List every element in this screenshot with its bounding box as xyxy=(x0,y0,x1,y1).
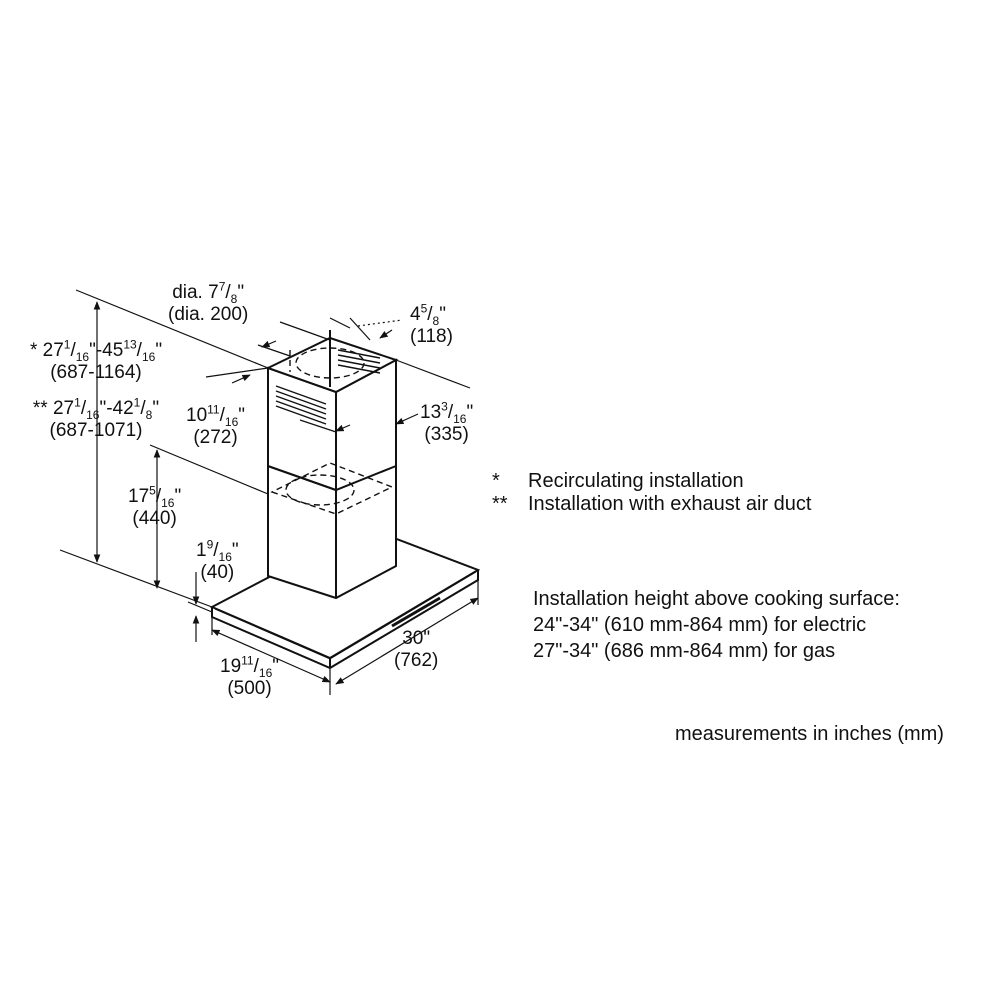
legend-item-exhaust: **Installation with exhaust air duct xyxy=(492,493,812,515)
label-overall-height-exhaust: ** 271/16"-421/8" (687-1071) xyxy=(32,395,160,441)
vent-slots xyxy=(275,349,381,425)
label-lower-chimney-height: 175/16" (440) xyxy=(128,483,182,529)
legend-item-recirculating: *Recirculating installation xyxy=(492,470,744,492)
label-overall-height-recirc: * 271/16"-4513/16" (687-1164) xyxy=(29,337,163,383)
units-note: measurements in inches (mm) xyxy=(675,723,944,745)
legend: *Recirculating installation **Installati… xyxy=(492,470,812,516)
label-chimney-depth: 133/16" (335) xyxy=(420,399,474,445)
label-hood-depth: 1911/16" (500) xyxy=(220,653,279,699)
label-canopy-thickness: 19/16" (40) xyxy=(196,537,239,583)
upper-chimney xyxy=(265,330,399,492)
label-duct-diameter: dia. 77/8" (dia. 200) xyxy=(168,279,249,325)
installation-note-electric: 24"-34" (610 mm-864 mm) for electric xyxy=(533,614,867,636)
installation-note-title: Installation height above cooking surfac… xyxy=(533,588,900,610)
dimension-lines xyxy=(59,289,479,695)
label-hood-width: 30" (762) xyxy=(394,628,439,671)
installation-height-note: Installation height above cooking surfac… xyxy=(533,586,900,664)
label-chimney-top-depth: 45/8" (118) xyxy=(410,301,453,347)
label-chimney-width: 1011/16" (272) xyxy=(186,402,245,448)
installation-note-gas: 27"-34" (686 mm-864 mm) for gas xyxy=(533,640,836,662)
duct-outlet-hidden xyxy=(270,347,394,515)
